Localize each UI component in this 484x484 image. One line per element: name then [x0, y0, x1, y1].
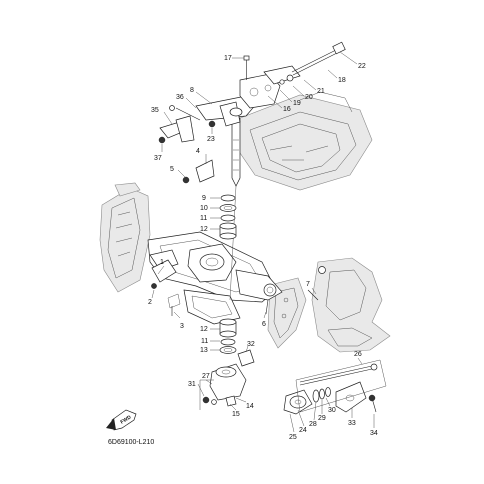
callout-30: 30: [328, 407, 336, 414]
tilt-lever: [151, 259, 326, 316]
callout-11-lower: 11: [201, 338, 208, 345]
callout-19: 19: [293, 100, 301, 107]
callout-16: 16: [283, 106, 291, 113]
steering-arm: [195, 95, 259, 128]
bracket-35: [158, 105, 201, 144]
callout-20: 20: [305, 94, 313, 101]
lower-mount-parts: [199, 349, 255, 410]
callout-24: 24: [299, 427, 307, 434]
callout-25: 25: [289, 434, 297, 441]
steering-shaft: [229, 117, 241, 301]
callout-5: 5: [170, 166, 174, 173]
callout-22: 22: [358, 63, 366, 70]
bolt-17: [243, 55, 250, 80]
callout-18: 18: [338, 77, 346, 84]
callout-29: 29: [318, 415, 326, 422]
callout-15: 15: [232, 411, 240, 418]
callout-13: 13: [200, 347, 208, 354]
clip-4: [182, 159, 215, 184]
callout-4: 4: [196, 148, 200, 155]
callout-11-upper: 11: [200, 215, 207, 222]
callout-7: 7: [306, 281, 310, 288]
diagram-code: 6D69100-L210: [108, 439, 154, 446]
callout-27: 27: [202, 373, 210, 380]
background-casing: [99, 91, 391, 353]
callout-33: 33: [348, 420, 356, 427]
callout-12-upper: 12: [200, 226, 208, 233]
callout-10: 10: [200, 205, 208, 212]
callout-labels: 17 22 18 21 20 19 16 8 36 35 23 37 4 5 9…: [148, 55, 378, 441]
rear-mount-parts: [283, 359, 387, 415]
leader-lines: [151, 51, 375, 433]
callout-6: 6: [262, 321, 266, 328]
callout-14: 14: [246, 403, 254, 410]
callout-9: 9: [202, 195, 206, 202]
fwd-arrow-icon: FWD: [106, 409, 137, 431]
callout-37: 37: [154, 155, 162, 162]
bushing-stack-upper: [219, 194, 237, 240]
callout-1: 1: [160, 259, 164, 266]
callout-12-lower: 12: [200, 326, 208, 333]
callout-32: 32: [247, 341, 255, 348]
callout-8: 8: [190, 87, 194, 94]
friction-block: [239, 65, 301, 109]
callout-3: 3: [180, 323, 184, 330]
callout-36: 36: [176, 94, 184, 101]
callout-17: 17: [224, 55, 232, 62]
callout-2: 2: [148, 299, 152, 306]
swivel-bracket-assembly: [147, 231, 283, 325]
callout-35: 35: [151, 107, 159, 114]
callout-28: 28: [309, 421, 317, 428]
rod-18: [279, 41, 346, 85]
callout-21: 21: [317, 88, 325, 95]
callout-23: 23: [207, 136, 215, 143]
fwd-label: FWD: [120, 414, 133, 425]
callout-34: 34: [370, 430, 378, 437]
callout-31: 31: [188, 381, 196, 388]
bushing-stack-lower: [219, 318, 237, 354]
callout-26: 26: [354, 351, 362, 358]
